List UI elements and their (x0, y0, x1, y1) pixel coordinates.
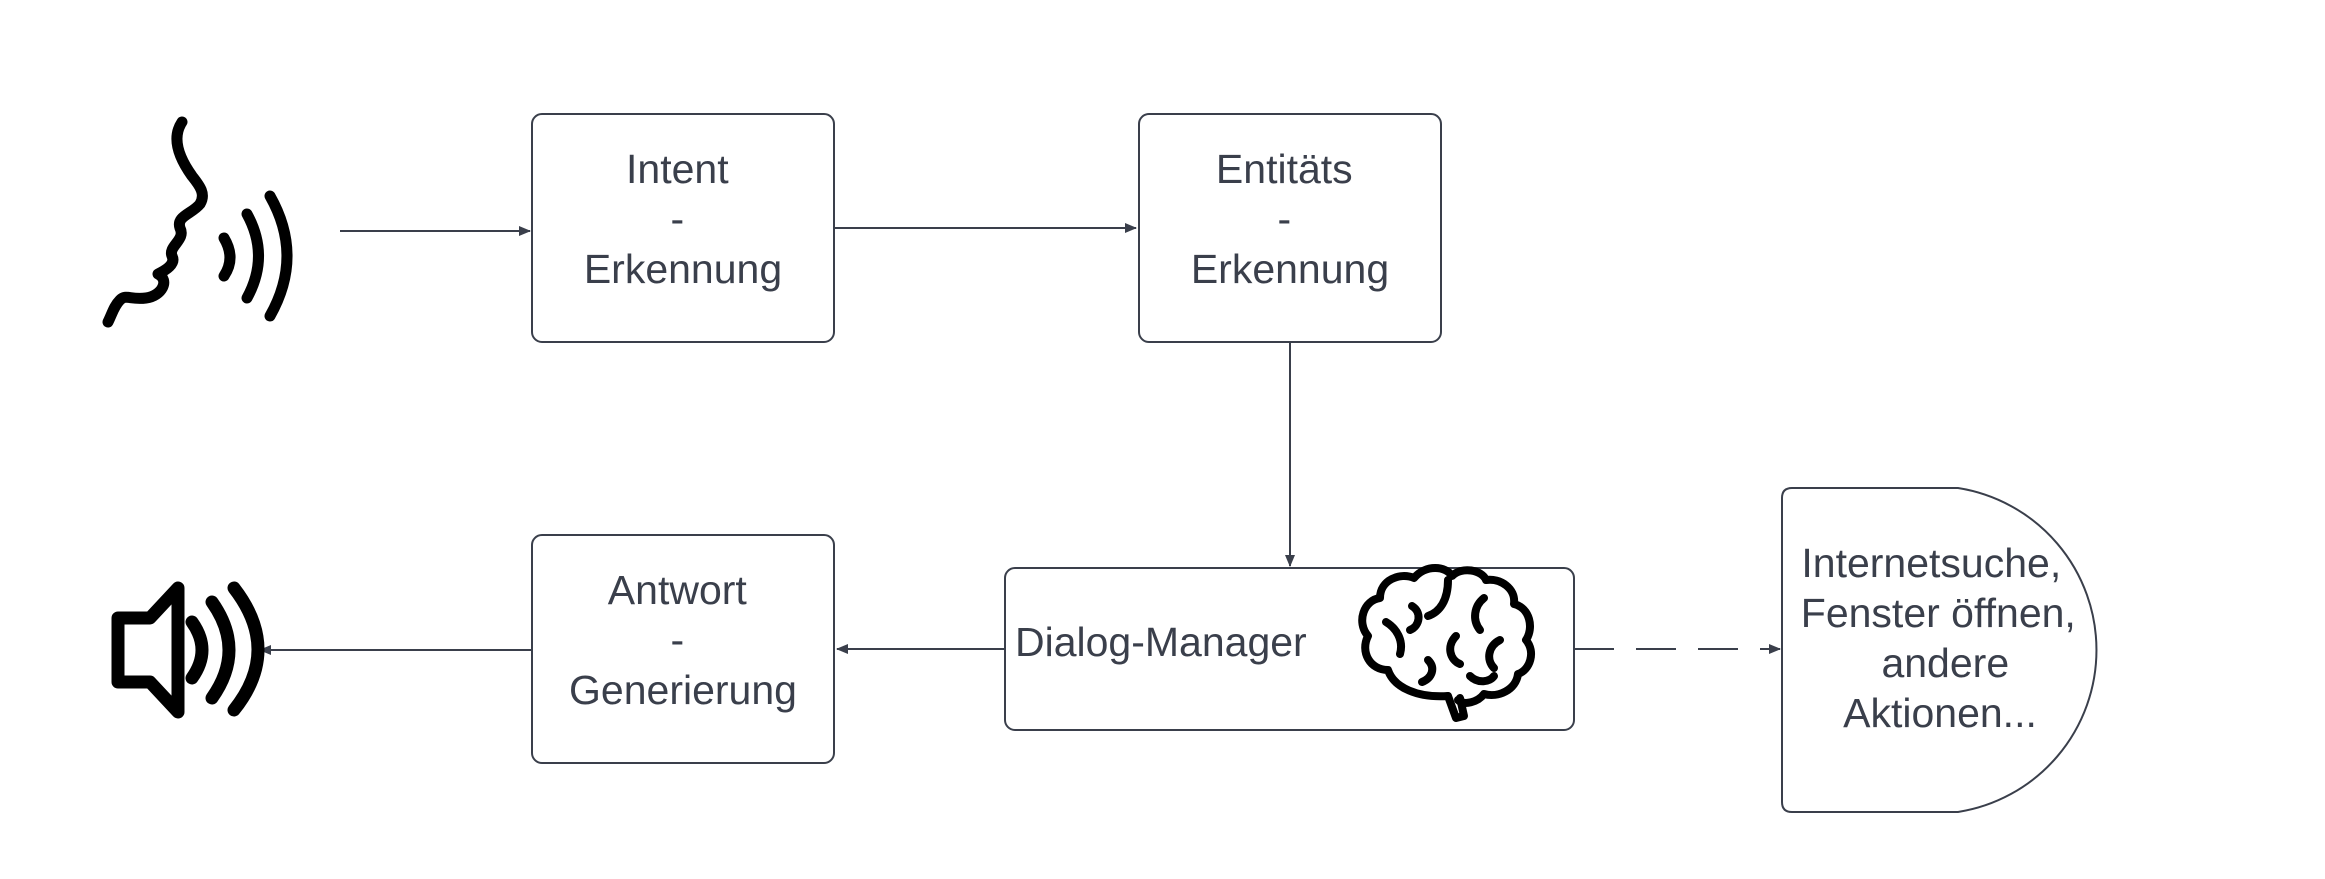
intent-line-2: - (670, 196, 684, 242)
svg-text:Antwort - Generier: Antwort - Generierung (569, 567, 797, 713)
dialog-manager-label: Dialog-Manager (1015, 619, 1307, 665)
intent-line-1: Intent (626, 146, 729, 192)
intent-recognition-box: Intent - Erkennung (531, 113, 835, 343)
entity-line-3: Erkennung (1191, 246, 1389, 292)
actions-box: Internetsuche, Fenster öffnen, andere Ak… (1781, 487, 2098, 813)
entity-line-1: Entitäts (1216, 146, 1353, 192)
entity-recognition-box: Entitäts - Erkennung (1138, 113, 1442, 343)
loudspeaker-icon (111, 581, 265, 719)
svg-text:Entitäts - Erkennu: Entitäts - Erkennung (1191, 146, 1389, 292)
actions-line-4: Aktionen... (1843, 690, 2037, 736)
entity-line-2: - (1277, 196, 1291, 242)
answer-line-3: Generierung (569, 667, 797, 713)
actions-line-3: andere (1881, 640, 2009, 686)
answer-generation-box: Antwort - Generierung (531, 534, 835, 764)
actions-line-1: Internetsuche, (1801, 540, 2061, 586)
answer-line-1: Antwort (608, 567, 748, 613)
intent-line-3: Erkennung (584, 246, 782, 292)
brain-icon (1358, 564, 1536, 722)
actions-line-2: Fenster öffnen, (1801, 590, 2076, 636)
answer-line-2: - (670, 617, 684, 663)
svg-text:Internetsuche, Fenster ö: Internetsuche, Fenster öffnen, andere Ak… (1801, 540, 2087, 736)
svg-text:Intent - Erkennung: Intent - Erkennung (584, 146, 782, 292)
speaking-head-icon (102, 116, 293, 328)
